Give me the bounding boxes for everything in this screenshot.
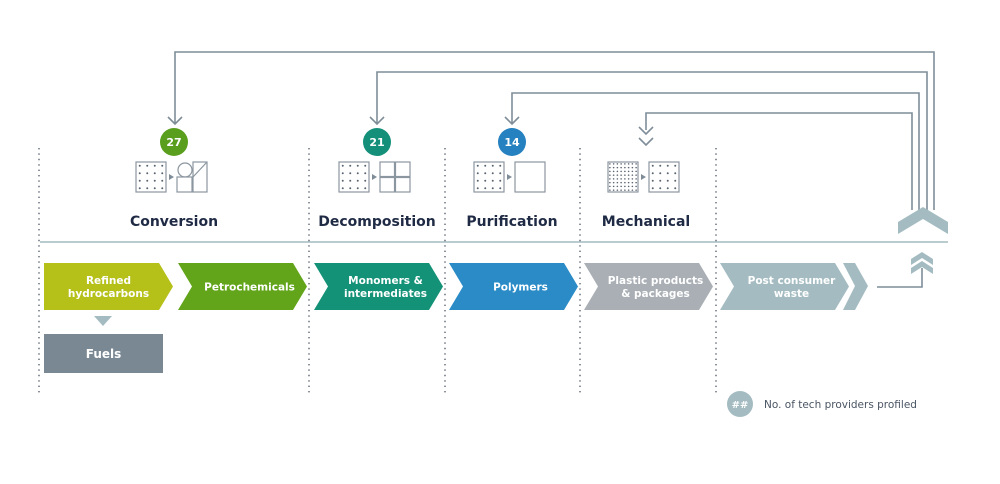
flow-step-label: Refined [86,275,131,287]
provider-count: 21 [369,136,384,149]
legend: ## No. of tech providers profiled [727,391,917,417]
provider-count: 14 [504,136,520,149]
arrowhead-decomposition [369,116,385,126]
provider-count-badge [363,128,391,156]
provider-count: 27 [166,136,181,149]
process-icon [135,161,208,193]
flow-step-label: Plastic products [608,275,704,287]
process-icon [473,161,546,193]
flow-step: Polymers [449,263,578,310]
arrowhead-purification [504,116,520,126]
stage-mechanical: Mechanical [602,161,690,230]
stage-title: Mechanical [602,214,690,230]
provider-count-badge [160,128,188,156]
waste-return-connector [877,268,923,288]
connector-to-decomposition [376,71,928,210]
flow-arrow-shape [720,263,849,310]
flow-step-label: Monomers & [348,275,423,287]
process-icon [607,161,680,193]
process-icon [338,161,411,193]
flow-arrow-shape [449,263,578,310]
fuels-label: Fuels [86,347,122,361]
flow-step: Plastic products& packages [584,263,713,310]
provider-count-badge [498,128,526,156]
flow-step: Monomers &intermediates [314,263,443,310]
flow-step: Petrochemicals [178,263,307,310]
big-up-chevron-icon [898,207,948,234]
double-chevron-mechanical-a [638,126,654,136]
fuels-box [44,334,163,373]
double-up-chevron-icon [911,252,933,274]
flow-arrow-shape [314,263,443,310]
stage-title: Conversion [130,214,218,230]
flow-step-label: waste [774,288,809,300]
flow-step-label: Petrochemicals [204,282,295,294]
connector-to-purification [511,92,920,210]
arrowhead-conversion [167,116,183,126]
fuels-down-triangle-icon [94,316,112,326]
flow-step-label: & packages [621,288,690,300]
legend-badge-text: ## [732,400,749,411]
flow-step-label: Post consumer [748,275,837,287]
trailing-chevron-icon [843,263,868,310]
double-chevron-mechanical-b [638,137,654,147]
flow-arrow-shape [44,263,173,310]
legend-label: No. of tech providers profiled [764,399,917,411]
feedback-connectors [167,51,935,210]
connector-to-conversion [174,51,935,210]
stage-title: Decomposition [318,214,435,230]
flow-arrow-shape [584,263,713,310]
connector-to-mechanical [645,112,913,210]
flow-arrow-shape [178,263,307,310]
flow-step-label: intermediates [344,288,427,300]
flow-step-label: Polymers [493,282,548,294]
stage-title: Purification [466,214,557,230]
legend-badge [727,391,753,417]
flow-step-label: hydrocarbons [68,288,149,300]
